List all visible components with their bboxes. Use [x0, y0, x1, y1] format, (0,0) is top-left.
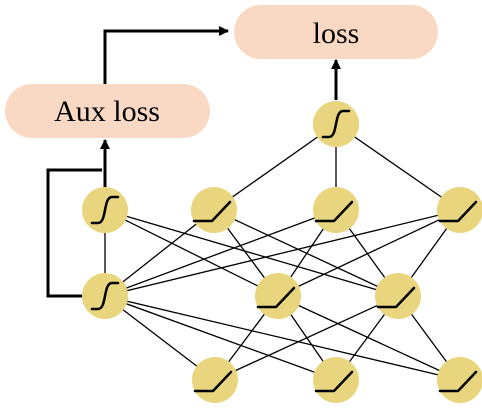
- sigmoid-icon: [321, 109, 351, 139]
- neuron-circle: [255, 273, 301, 319]
- neuron-circle: [313, 357, 359, 403]
- arrow-skip-layer2-to-aux-loss: [46, 168, 102, 298]
- relu-icon: [256, 286, 296, 309]
- neuron-layer3-2: [191, 187, 237, 233]
- neuron-layer1-1: [192, 357, 238, 403]
- neuron-circle: [192, 357, 238, 403]
- edge: [277, 295, 461, 381]
- edge: [104, 209, 461, 297]
- edge: [213, 123, 337, 211]
- aux-loss-label: Aux loss: [54, 95, 160, 128]
- arrows: [46, 26, 341, 298]
- connections: [104, 123, 461, 381]
- relu-icon: [192, 200, 232, 223]
- edge: [277, 209, 461, 297]
- edge: [104, 209, 279, 297]
- edge: [104, 295, 461, 381]
- edge: [104, 295, 337, 381]
- neurons: [82, 101, 482, 403]
- neuron-circle: [313, 187, 359, 233]
- relu-icon: [438, 200, 478, 223]
- sigmoid-icon: [90, 195, 120, 225]
- aux-loss-box: Aux loss: [5, 84, 210, 138]
- edge: [335, 123, 461, 211]
- neuron-layer1-3: [437, 357, 482, 403]
- edge: [104, 209, 215, 297]
- relu-icon: [314, 200, 354, 223]
- neuron-layer2-2: [255, 273, 301, 319]
- edge: [104, 209, 399, 297]
- arrow-aux-loss-to-loss: [103, 26, 229, 84]
- neuron-layer2-1: [82, 273, 128, 319]
- neuron-circle: [375, 273, 421, 319]
- relu-icon: [376, 286, 416, 309]
- neuron-circle: [437, 357, 482, 403]
- edge: [104, 209, 337, 297]
- neuron-layer1-2: [313, 357, 359, 403]
- aux-loss-box-shape: [5, 84, 210, 138]
- neuron-layer2-3: [375, 273, 421, 319]
- relu-icon: [438, 370, 478, 393]
- loss-label: loss: [313, 17, 360, 50]
- neuron-layer3-3: [313, 187, 359, 233]
- loss-box-shape: [234, 5, 438, 59]
- neuron-layer3-1: [82, 187, 128, 233]
- neuron-circle: [437, 187, 482, 233]
- relu-icon: [193, 370, 233, 393]
- neuron-output: [313, 101, 359, 147]
- edge: [213, 209, 399, 297]
- sigmoid-icon: [90, 281, 120, 311]
- relu-icon: [314, 370, 354, 393]
- loss-box: loss: [234, 5, 438, 59]
- neuron-layer3-4: [437, 187, 482, 233]
- edge: [104, 295, 216, 381]
- neuron-circle: [191, 187, 237, 233]
